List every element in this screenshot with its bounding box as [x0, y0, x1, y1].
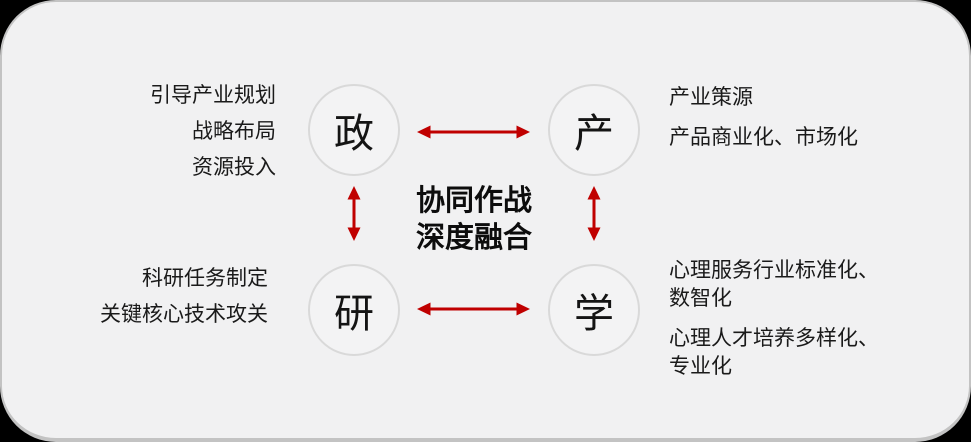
arrow-research-academia — [417, 302, 530, 316]
annotation-academia: 心理服务行业标准化、 数智化 心理人才培养多样化、 专业化 — [669, 257, 879, 381]
node-research-circle: 研 — [308, 264, 400, 356]
annotation-research: 科研任务制定 关键核心技术攻关 — [100, 261, 268, 333]
annotation-gov-line: 引导产业规划 — [150, 84, 276, 107]
center-slogan: 协同作战 深度融合 — [379, 183, 569, 257]
annotation-gov-line: 战略布局 — [192, 120, 276, 143]
node-academia-label: 学 — [574, 292, 614, 336]
node-industry-circle: 产 — [548, 84, 640, 176]
annotation-gov-line: 资源投入 — [192, 156, 276, 179]
node-gov-label: 政 — [334, 112, 374, 156]
node-industry-label: 产 — [574, 112, 614, 156]
annotation-academia-line: 专业化 — [669, 355, 732, 378]
annotation-industry: 产业策源 产品商业化、市场化 — [669, 84, 858, 152]
annotation-research-line: 关键核心技术攻关 — [100, 303, 268, 326]
annotation-academia-line: 数智化 — [669, 287, 732, 310]
arrow-industry-academia — [587, 186, 601, 241]
annotation-research-line: 科研任务制定 — [142, 267, 268, 290]
annotation-industry-item: 产品商业化、市场化 — [669, 126, 858, 149]
annotation-gov: 引导产业规划 战略布局 资源投入 — [150, 78, 276, 186]
arrow-gov-industry — [417, 125, 530, 139]
arrow-gov-research — [347, 186, 361, 241]
center-slogan-line2: 深度融合 — [415, 222, 532, 254]
node-academia-circle: 学 — [548, 264, 640, 356]
center-slogan-line1: 协同作战 — [415, 185, 532, 217]
node-research-label: 研 — [334, 292, 374, 336]
annotation-academia-line: 心理服务行业标准化、 — [669, 259, 879, 282]
annotation-academia-item: 心理服务行业标准化、 数智化 — [669, 257, 879, 313]
annotation-academia-line: 心理人才培养多样化、 — [669, 327, 879, 350]
annotation-industry-item: 产业策源 — [669, 86, 753, 109]
node-gov-circle: 政 — [308, 84, 400, 176]
annotation-academia-item: 心理人才培养多样化、 专业化 — [669, 325, 879, 381]
